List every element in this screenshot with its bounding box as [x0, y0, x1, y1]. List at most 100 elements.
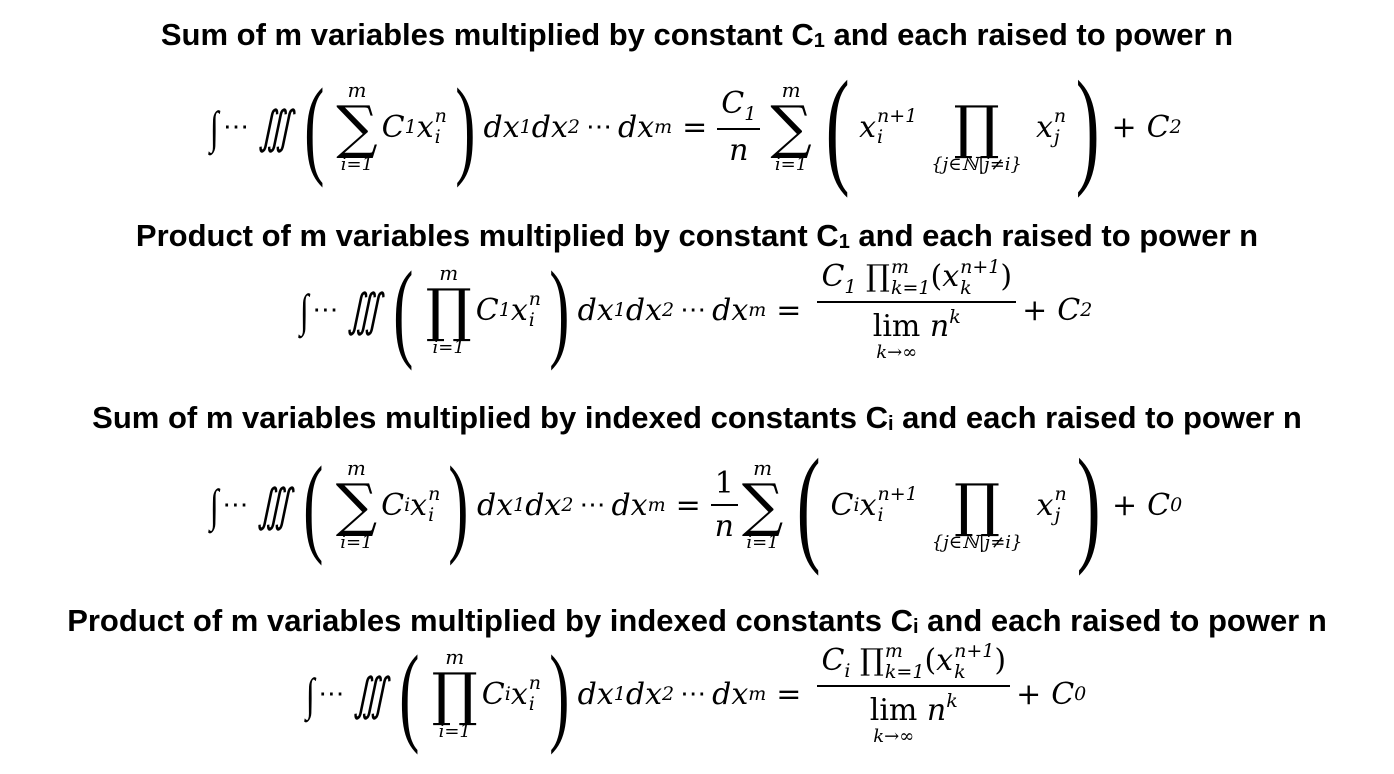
lower-limit: i=1	[432, 336, 465, 358]
x: x	[596, 292, 614, 328]
right-paren: )	[549, 633, 570, 755]
left-paren: (	[303, 444, 324, 566]
denominator: n	[714, 509, 734, 544]
integral-icon: ∫	[305, 668, 315, 720]
cdots: ⋯	[318, 679, 345, 709]
sum-icon: ∑	[336, 93, 378, 162]
product-operator: m∏i=1	[426, 263, 472, 356]
sum-operator: m∑i=1	[742, 458, 783, 551]
equals: =	[682, 109, 708, 145]
cdots: ⋯	[680, 295, 707, 325]
d: d	[712, 292, 732, 328]
right-paren: )	[448, 444, 469, 566]
title-text: Product of m variables multiplied by ind…	[67, 603, 913, 638]
denominator: n	[729, 133, 749, 168]
sub: 0	[1074, 683, 1087, 705]
x: x	[544, 487, 562, 523]
sub: 1	[513, 494, 526, 516]
sub: i	[853, 494, 860, 516]
sum-operator: m∑i=1	[770, 80, 811, 173]
triple-integral-icon: ∭	[258, 102, 293, 153]
sub: 1	[519, 116, 532, 138]
sub: k	[960, 277, 972, 299]
num-text: 1	[714, 466, 734, 501]
d: d	[577, 292, 597, 328]
sup: m	[890, 256, 909, 278]
d: d	[617, 109, 638, 145]
sub: i	[844, 660, 851, 682]
coef: C	[381, 487, 405, 523]
x: x	[645, 676, 663, 712]
lower-limit: i=1	[340, 531, 373, 553]
x: x	[550, 109, 568, 145]
var: x	[936, 643, 954, 678]
upper-limit: m	[439, 261, 459, 286]
sub: i	[504, 683, 511, 705]
coef-sub: 1	[404, 116, 417, 138]
plus: +	[1022, 292, 1048, 328]
product-icon: ∏	[431, 660, 478, 729]
sub: i	[404, 494, 411, 516]
sub: m	[647, 494, 666, 516]
coef: C	[381, 109, 405, 145]
x: x	[502, 109, 520, 145]
title-subscript: i	[912, 616, 919, 638]
equals: =	[776, 676, 802, 712]
paren: (	[924, 643, 937, 678]
title-tail: and each raised to power n	[824, 17, 1234, 52]
section-title-1: Sum of m variables multiplied by constan…	[0, 19, 1394, 51]
sub: 1	[498, 299, 511, 321]
constant: C	[1146, 109, 1170, 145]
right-paren: )	[1076, 433, 1101, 577]
constant: C	[1051, 676, 1075, 712]
x: x	[645, 292, 663, 328]
coef: C	[821, 643, 845, 678]
integral-icon: ∫	[209, 479, 219, 531]
sub: i	[876, 126, 884, 148]
upper-limit: m	[753, 456, 773, 481]
sub: j	[1054, 504, 1061, 526]
title-subscript: 1	[813, 30, 825, 52]
section-title-3: Sum of m variables multiplied by indexed…	[0, 402, 1394, 434]
sup: k	[949, 306, 961, 328]
sub: 2	[561, 494, 574, 516]
equals: =	[675, 487, 701, 523]
sup: n+1	[876, 105, 918, 127]
product-operator: ∏{j∈ℕ|j≠i}	[931, 80, 1022, 173]
lim-text: lim	[869, 693, 918, 728]
d: d	[712, 676, 732, 712]
var: x	[859, 487, 877, 523]
d: d	[611, 487, 631, 523]
sub: 1	[744, 103, 757, 125]
sub: i	[877, 504, 884, 526]
sub: 1	[613, 299, 626, 321]
lower-limit: i=1	[438, 720, 471, 742]
constant: C	[1147, 487, 1171, 523]
cdots: ⋯	[585, 112, 612, 142]
sub: 2	[1169, 116, 1182, 138]
sup: n	[1053, 105, 1067, 127]
upper-limit: m	[346, 456, 366, 481]
cdots: ⋯	[579, 490, 606, 520]
left-paren: (	[303, 66, 324, 188]
lower-limit: {j∈ℕ|j≠i}	[931, 153, 1022, 175]
section-title-2: Product of m variables multiplied by con…	[0, 220, 1394, 252]
sub: k	[954, 661, 966, 683]
sup: n	[434, 105, 447, 127]
sup: n	[528, 672, 542, 694]
sup: n	[528, 288, 542, 310]
title-subscript: 1	[838, 231, 850, 253]
product-icon: ∏	[954, 471, 1001, 540]
d: d	[483, 109, 503, 145]
right-paren: )	[549, 249, 570, 371]
sub: 2	[1080, 299, 1093, 321]
product-icon: ∏	[860, 643, 884, 678]
var: x	[1036, 487, 1054, 523]
